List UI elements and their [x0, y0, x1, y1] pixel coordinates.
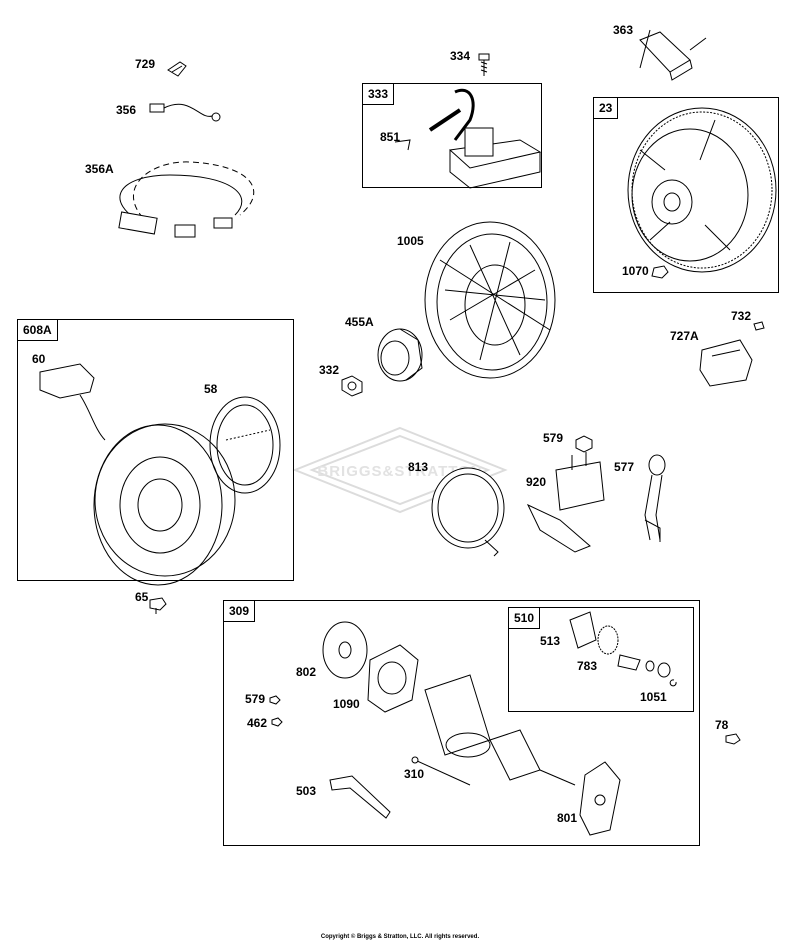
- part-577-spark-boot: [644, 454, 666, 542]
- callout-801: 801: [557, 811, 578, 825]
- group-box-608A: 608A: [17, 319, 294, 581]
- group-box-309: 309: [223, 600, 700, 846]
- part-309-starter-motor: [322, 621, 621, 836]
- callout-729: 729: [135, 57, 156, 71]
- group-tag-608A: 608A: [17, 319, 58, 341]
- part-333-ignition-coil: [394, 88, 542, 189]
- group-tag-23: 23: [593, 97, 619, 119]
- callout-920: 920: [526, 475, 547, 489]
- copyright-notice: Copyright © Briggs & Stratton, LLC. All …: [320, 934, 480, 940]
- callout-65: 65: [135, 590, 149, 604]
- callout-579-top: 579: [543, 431, 564, 445]
- part-729-clip: [167, 61, 187, 77]
- callout-356: 356: [116, 103, 137, 117]
- callout-513: 513: [540, 634, 561, 648]
- part-920-solenoid: [526, 452, 605, 553]
- callout-783: 783: [577, 659, 598, 673]
- part-608A-recoil-starter: [39, 363, 281, 586]
- part-363-bracket: [639, 29, 707, 81]
- part-455A-adapter: [377, 328, 423, 382]
- part-356A-harness: [118, 161, 255, 238]
- part-65-screw: [149, 597, 167, 614]
- callout-1005: 1005: [397, 234, 424, 248]
- callout-813: 813: [408, 460, 429, 474]
- callout-732: 732: [731, 309, 752, 323]
- callout-334: 334: [450, 49, 471, 63]
- callout-363: 363: [613, 23, 634, 37]
- part-579-nut-top: [575, 435, 593, 453]
- part-1070-screw: [651, 265, 669, 279]
- callout-60: 60: [32, 352, 46, 366]
- part-579-nut-lower: [269, 695, 281, 705]
- group-tag-510: 510: [508, 607, 541, 629]
- part-332-nut: [341, 375, 363, 397]
- callout-455A: 455A: [345, 315, 374, 329]
- callout-851: 851: [380, 130, 401, 144]
- callout-579-lower: 579: [245, 692, 266, 706]
- callout-1051: 1051: [640, 690, 667, 704]
- part-23-flywheel: [627, 107, 777, 273]
- watermark-logo: BRIGGS&STRATTON: [292, 426, 508, 514]
- callout-332: 332: [319, 363, 340, 377]
- callout-577: 577: [614, 460, 635, 474]
- group-box-333: 333: [362, 83, 542, 188]
- callout-78: 78: [715, 718, 729, 732]
- part-356-ground-wire: [149, 103, 221, 122]
- group-box-23: 23: [593, 97, 779, 293]
- callout-310: 310: [404, 767, 425, 781]
- group-box-510: 510: [508, 607, 694, 712]
- callout-503: 503: [296, 784, 317, 798]
- callout-58: 58: [204, 382, 218, 396]
- part-813-strap: [431, 467, 505, 557]
- part-1005-blower-housing: [424, 221, 556, 379]
- part-510-drive-kit: [569, 611, 677, 687]
- callout-1090: 1090: [333, 697, 360, 711]
- part-732-screw: [753, 321, 765, 331]
- part-78-screw: [725, 733, 741, 745]
- part-727A-cover: [699, 339, 753, 387]
- callout-802: 802: [296, 665, 317, 679]
- watermark-text: BRIGGS&STRATTON: [317, 463, 482, 480]
- part-334-bolt: [478, 53, 490, 76]
- callout-462: 462: [247, 716, 268, 730]
- part-462-nut: [271, 717, 283, 727]
- callout-1070: 1070: [622, 264, 649, 278]
- callout-356A: 356A: [85, 162, 114, 176]
- group-tag-309: 309: [223, 600, 256, 622]
- group-tag-333: 333: [362, 83, 395, 105]
- callout-727A: 727A: [670, 329, 699, 343]
